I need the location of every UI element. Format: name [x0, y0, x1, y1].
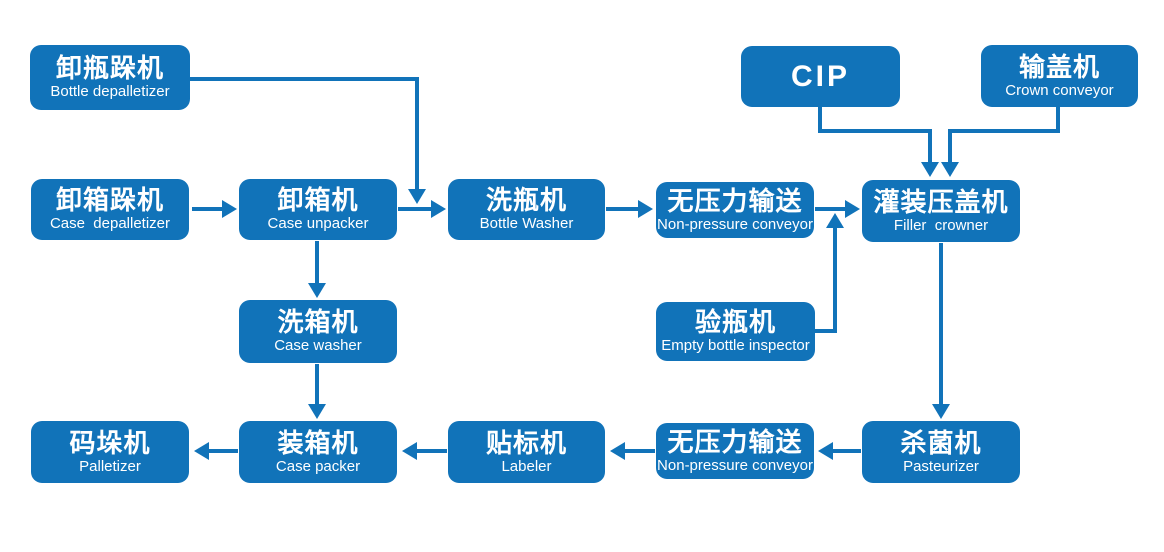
node-case-washer: 洗箱机 Case washer — [239, 300, 397, 363]
node-bottle-washer-title: 洗瓶机 — [485, 185, 567, 216]
node-case-unpacker-title: 卸箱机 — [277, 185, 359, 216]
node-non-pressure-conveyor-2: 无压力输送 Non-pressure conveyor — [656, 423, 814, 479]
node-bottle-washer: 洗瓶机 Bottle Washer — [448, 179, 605, 240]
node-empty-bottle-inspector: 验瓶机 Empty bottle inspector — [656, 302, 815, 361]
node-empty-bottle-inspector-title: 验瓶机 — [694, 307, 776, 338]
node-case-depalletizer: 卸箱跺机 Case depalletizer — [31, 179, 189, 240]
node-non-pressure-conveyor-2-subtitle: Non-pressure conveyor — [657, 456, 813, 474]
node-bottle-depalletizer-title: 卸瓶跺机 — [55, 53, 164, 84]
node-filler-crowner-subtitle: Filler crowner — [893, 216, 989, 234]
node-cip-title: CIP — [790, 59, 850, 93]
node-filler-crowner: 灌装压盖机 Filler crowner — [862, 180, 1020, 242]
node-bottle-depalletizer: 卸瓶跺机 Bottle depalletizer — [30, 45, 190, 110]
node-case-washer-subtitle: Case washer — [274, 337, 362, 355]
node-palletizer: 码垛机 Palletizer — [31, 421, 189, 483]
node-palletizer-subtitle: Palletizer — [79, 457, 141, 475]
node-non-pressure-conveyor-2-title: 无压力输送 — [667, 426, 803, 457]
node-case-unpacker: 卸箱机 Case unpacker — [239, 179, 397, 240]
node-palletizer-title: 码垛机 — [69, 427, 151, 458]
node-cip: CIP — [741, 46, 900, 107]
node-labeler-subtitle: Labeler — [501, 457, 552, 475]
node-empty-bottle-inspector-subtitle: Empty bottle inspector — [661, 337, 810, 355]
node-non-pressure-conveyor-1-subtitle: Non-pressure conveyor — [657, 215, 813, 233]
node-pasteurizer-title: 杀菌机 — [900, 427, 982, 458]
node-case-unpacker-subtitle: Case unpacker — [267, 215, 369, 233]
node-bottle-depalletizer-subtitle: Bottle depalletizer — [50, 83, 170, 101]
node-case-packer: 装箱机 Case packer — [239, 421, 397, 483]
node-case-depalletizer-subtitle: Case depalletizer — [49, 215, 171, 233]
edge-empty-bottle-inspector-to-filler-crowner — [815, 213, 844, 333]
node-labeler-title: 贴标机 — [485, 427, 567, 458]
node-crown-conveyor: 输盖机 Crown conveyor — [981, 45, 1138, 107]
node-crown-conveyor-subtitle: Crown conveyor — [1005, 81, 1114, 99]
edge-crown-conveyor-to-filler-crowner — [941, 106, 1060, 177]
node-bottle-washer-subtitle: Bottle Washer — [479, 215, 574, 233]
node-case-packer-title: 装箱机 — [277, 427, 359, 458]
node-case-washer-title: 洗箱机 — [277, 307, 359, 338]
node-non-pressure-conveyor-1: 无压力输送 Non-pressure conveyor — [656, 182, 814, 238]
edge-cip-to-filler-crowner — [818, 106, 939, 177]
node-case-packer-subtitle: Case packer — [275, 457, 361, 475]
edge-bottle-depalletizer-to-bottle-washer — [190, 77, 426, 204]
node-labeler: 贴标机 Labeler — [448, 421, 605, 483]
node-non-pressure-conveyor-1-title: 无压力输送 — [667, 185, 803, 216]
node-filler-crowner-title: 灌装压盖机 — [873, 186, 1009, 217]
node-pasteurizer: 杀菌机 Pasteurizer — [862, 421, 1020, 483]
node-pasteurizer-subtitle: Pasteurizer — [903, 457, 979, 475]
node-case-depalletizer-title: 卸箱跺机 — [55, 185, 164, 216]
node-crown-conveyor-title: 输盖机 — [1018, 51, 1100, 82]
